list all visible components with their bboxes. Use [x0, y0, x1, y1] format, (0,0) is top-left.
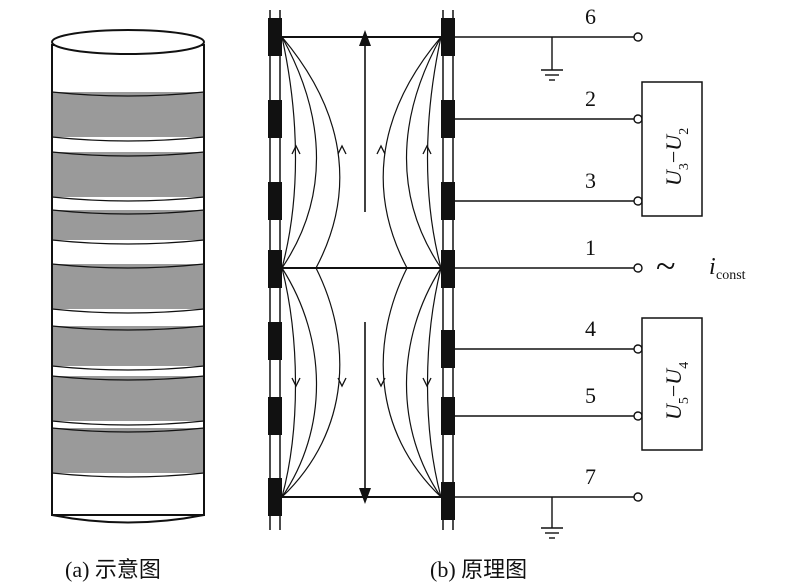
terminal-5	[633, 411, 643, 421]
cylinder-bottom	[51, 514, 205, 524]
voltage-box-lower	[641, 317, 703, 451]
terminal-6	[633, 32, 643, 42]
electrode-5	[441, 397, 455, 435]
electrode-6	[441, 18, 455, 56]
electrode	[268, 182, 282, 220]
voltage-label-upper: U3−U2	[661, 128, 692, 186]
electrode-1	[441, 250, 455, 288]
terminal-label-1: 1	[585, 235, 596, 260]
terminal-7	[633, 492, 643, 502]
sonde-rails	[269, 10, 454, 530]
current-subscript: const	[716, 268, 746, 283]
right-electrodes	[441, 18, 455, 520]
caption-a: (a) 示意图	[65, 557, 161, 582]
cylinder-top	[51, 29, 205, 55]
electrode-7	[441, 482, 455, 520]
cylinder-band	[53, 210, 203, 240]
terminal-4	[633, 344, 643, 354]
electrode	[268, 18, 282, 56]
current-symbol: i	[709, 254, 716, 280]
arrow-down-head	[359, 488, 371, 504]
electrode	[268, 397, 282, 435]
terminal-label-6: 6	[585, 4, 596, 29]
terminal-label-2: 2	[585, 86, 596, 111]
electrode	[268, 100, 282, 138]
band-outlines	[51, 91, 205, 478]
terminal-label-4: 4	[585, 316, 596, 341]
terminal-label-7: 7	[585, 464, 596, 489]
terminal-1	[633, 263, 643, 273]
electrode	[268, 322, 282, 360]
voltage-label-lower: U5−U4	[661, 362, 692, 420]
terminals	[633, 32, 643, 502]
field-lines	[281, 36, 442, 498]
cylinder-band	[53, 428, 203, 473]
principle-diagram: 6 2 3 1 4 5 7 U3−U2 U5−U4 ~ i const	[268, 4, 746, 539]
electrode-3	[441, 182, 455, 220]
cylinder-band	[53, 376, 203, 421]
voltage-box-upper	[641, 81, 703, 217]
ground-top	[541, 37, 563, 81]
caption-b: (b) 原理图	[430, 557, 527, 582]
cylinder-schematic	[51, 29, 205, 524]
ac-source-icon: ~	[656, 246, 675, 286]
field-arrows	[291, 144, 432, 388]
terminal-2	[633, 114, 643, 124]
cylinder-band	[53, 152, 203, 197]
terminal-label-5: 5	[585, 383, 596, 408]
electrode-2	[441, 100, 455, 138]
terminal-label-3: 3	[585, 168, 596, 193]
left-electrodes	[268, 18, 282, 516]
electrode-4	[441, 330, 455, 368]
cylinder-band	[53, 264, 203, 309]
cross-lines	[282, 36, 441, 498]
arrow-up-head	[359, 30, 371, 46]
electrode	[268, 478, 282, 516]
cylinder-band	[53, 92, 203, 137]
terminal-3	[633, 196, 643, 206]
ground-bottom	[541, 497, 563, 539]
cylinder-band	[53, 326, 203, 366]
electrode	[268, 250, 282, 288]
leads	[455, 36, 634, 498]
